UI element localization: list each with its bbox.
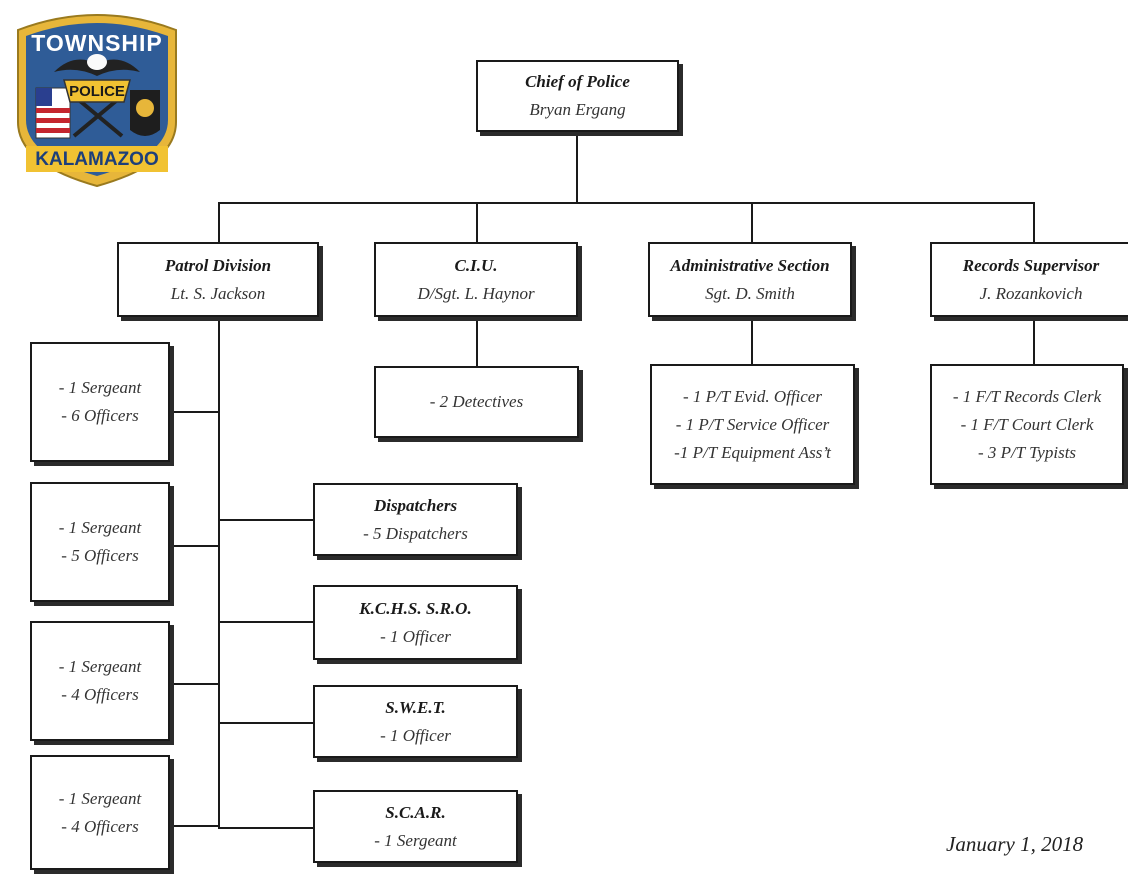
chart-date: January 1, 2018 — [946, 832, 1084, 856]
squad-line: - 1 Sergeant — [58, 518, 142, 537]
scar-box: S.C.A.R. - 1 Sergeant — [313, 790, 518, 863]
logo-center-text: POLICE — [69, 83, 125, 100]
kchs-sro-box: K.C.H.S. S.R.O. - 1 Officer — [313, 585, 518, 660]
dispatchers-box: Dispatchers - 5 Dispatchers — [313, 483, 518, 556]
squad-line: - 1 Sergeant — [58, 788, 142, 808]
squad-line: - 6 Officers — [61, 406, 139, 425]
unit-line: - 1 Officer — [380, 725, 451, 745]
records-staff-box: - 1 F/T Records Clerk - 1 F/T Court Cler… — [930, 364, 1124, 485]
township-police-badge-logo: TOWNSHIP POLICE KALAMAZOO — [4, 4, 190, 195]
connector-records-staff — [1033, 316, 1035, 366]
connector-to-records — [1033, 202, 1035, 244]
staff-line: -1 P/T Equipment Ass’t — [674, 442, 831, 462]
division-title: Patrol Division — [164, 255, 272, 275]
administrative-section-box: Administrative Section Sgt. D. Smith — [648, 242, 852, 317]
division-head: Sgt. D. Smith — [705, 283, 795, 303]
unit-line: - 1 Officer — [380, 626, 451, 646]
connector-to-patrol — [218, 202, 220, 244]
logo-top-text: TOWNSHIP — [31, 30, 163, 56]
staff-line: - 1 P/T Service Officer — [675, 414, 830, 434]
division-title: Records Supervisor — [962, 255, 1100, 275]
squad-line: - 5 Officers — [61, 546, 139, 565]
connector-unit-1 — [218, 519, 315, 521]
patrol-division-box: Patrol Division Lt. S. Jackson — [117, 242, 319, 317]
patrol-squad-box: - 1 Sergeant - 4 Officers — [30, 621, 170, 741]
patrol-squad-box: - 1 Sergeant - 6 Officers — [30, 342, 170, 462]
staff-line: - 1 F/T Court Clerk — [960, 414, 1094, 434]
connector-to-admin — [751, 202, 753, 244]
division-head: D/Sgt. L. Haynor — [417, 283, 535, 303]
chief-title: Chief of Police — [525, 72, 630, 91]
squad-line: - 1 Sergeant — [58, 378, 142, 397]
swet-box: S.W.E.T. - 1 Officer — [313, 685, 518, 758]
unit-line: - 1 Sergeant — [374, 830, 457, 850]
connector-unit-2 — [218, 621, 315, 623]
division-title: Administrative Section — [670, 255, 830, 275]
unit-line: - 5 Dispatchers — [363, 523, 468, 543]
connector-to-ciu — [476, 202, 478, 244]
connector-squad-2 — [168, 545, 220, 547]
chief-name: Bryan Ergang — [529, 100, 626, 119]
division-head: J. Rozankovich — [979, 283, 1083, 303]
admin-staff-box: - 1 P/T Evid. Officer - 1 P/T Service Of… — [650, 364, 855, 485]
connector-chief-down — [576, 131, 578, 204]
squad-line: - 4 Officers — [61, 685, 139, 704]
patrol-squad-box: - 1 Sergeant - 4 Officers — [30, 755, 170, 870]
division-title: C.I.U. — [454, 255, 498, 275]
staff-line: - 2 Detectives — [429, 392, 524, 411]
squad-line: - 4 Officers — [61, 816, 139, 836]
unit-title: S.W.E.T. — [385, 697, 446, 717]
connector-squad-3 — [168, 683, 220, 685]
staff-line: - 1 F/T Records Clerk — [952, 386, 1102, 406]
squad-line: - 1 Sergeant — [58, 657, 142, 676]
ciu-box: C.I.U. D/Sgt. L. Haynor — [374, 242, 578, 317]
ciu-staff-box: - 2 Detectives — [374, 366, 579, 438]
connector-squad-1 — [168, 411, 220, 413]
patrol-squad-box: - 1 Sergeant - 5 Officers — [30, 482, 170, 602]
unit-title: S.C.A.R. — [385, 802, 446, 822]
connector-patrol-trunk — [218, 316, 220, 827]
staff-line: - 3 P/T Typists — [977, 442, 1077, 462]
connector-squad-4 — [168, 825, 220, 827]
unit-title: Dispatchers — [373, 495, 458, 515]
connector-admin-staff — [751, 316, 753, 366]
connector-unit-4 — [218, 827, 315, 829]
chief-of-police-box: Chief of Police Bryan Ergang — [476, 60, 679, 132]
staff-line: - 1 P/T Evid. Officer — [683, 386, 822, 406]
logo-bottom-text: KALAMAZOO — [35, 149, 159, 170]
unit-title: K.C.H.S. S.R.O. — [359, 598, 472, 618]
records-supervisor-box: Records Supervisor J. Rozankovich — [930, 242, 1128, 317]
connector-ciu-staff — [476, 316, 478, 368]
division-head: Lt. S. Jackson — [170, 283, 266, 303]
connector-division-bar — [218, 202, 1034, 204]
connector-unit-3 — [218, 722, 315, 724]
